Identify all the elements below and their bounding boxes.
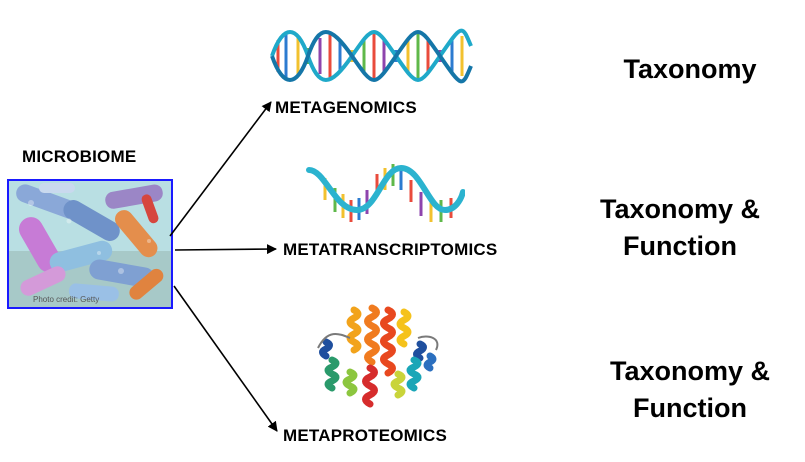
metaproteomics-output: Taxonomy & Function <box>600 353 780 427</box>
microbiome-bacteria-image: Photo credit: Getty <box>7 179 173 309</box>
protein-structure-icon <box>317 304 439 408</box>
output-line: Taxonomy <box>623 54 757 84</box>
arrow-to-metaproteomics <box>173 285 278 432</box>
output-line: Function <box>623 231 737 261</box>
metagenomics-label: METAGENOMICS <box>275 98 417 117</box>
dna-double-helix-icon <box>270 28 473 84</box>
output-line: Taxonomy & <box>599 194 761 224</box>
output-line: Taxonomy & <box>609 356 771 386</box>
rna-strand-icon <box>306 164 465 222</box>
microbiome-title: MICROBIOME <box>22 147 137 166</box>
output-line: Function <box>633 393 747 423</box>
metatranscriptomics-label: METATRANSCRIPTOMICS <box>283 240 498 259</box>
bacteria-illustration <box>9 181 171 307</box>
metagenomics-output: Taxonomy <box>620 51 760 88</box>
arrow-to-metagenomics <box>169 101 272 237</box>
arrow-to-metatranscriptomics <box>174 244 277 255</box>
image-credit: Photo credit: Getty <box>33 295 100 304</box>
metaproteomics-label: METAPROTEOMICS <box>283 426 447 445</box>
metatranscriptomics-output: Taxonomy & Function <box>590 191 770 265</box>
